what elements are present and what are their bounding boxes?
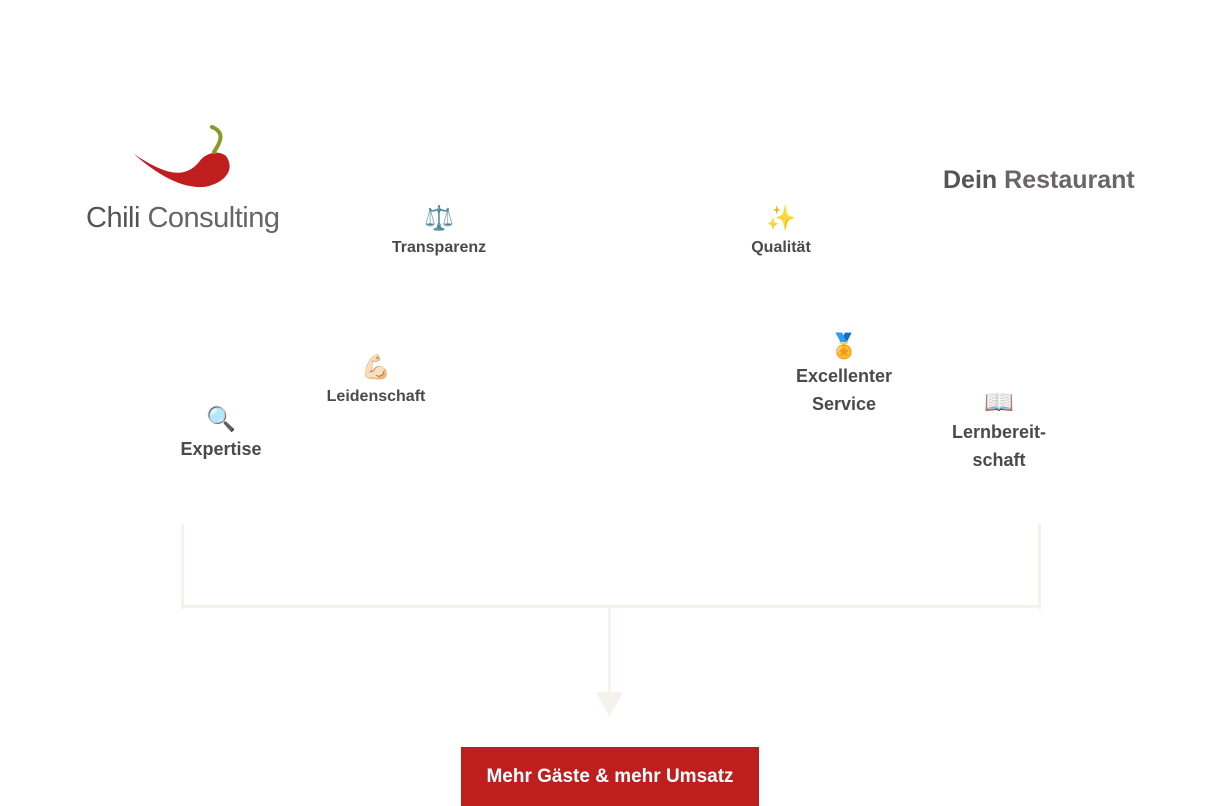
connector-left xyxy=(181,524,184,609)
value-transparenz: ⚖️ Transparenz xyxy=(392,204,486,262)
value-label: Expertise xyxy=(180,439,262,459)
scales-icon: ⚖️ xyxy=(424,205,454,232)
chili-pepper-icon xyxy=(134,125,230,188)
value-qualitaet: ✨ Qualität xyxy=(751,204,811,262)
value-label: Qualität xyxy=(751,239,811,256)
value-label-line2: schaft xyxy=(972,450,1026,470)
connector-down xyxy=(608,607,611,695)
flexed-biceps-icon: 💪🏻 xyxy=(361,354,391,381)
chili-consulting-logo: Chili Consulting xyxy=(84,122,284,242)
value-leidenschaft: 💪🏻 Leidenschaft xyxy=(327,353,426,411)
connector-horizontal xyxy=(181,605,1041,608)
open-book-icon: 📖 xyxy=(984,389,1014,416)
value-label: Transparenz xyxy=(391,239,487,256)
value-label: Excellenter xyxy=(795,366,893,386)
magnifier-icon: 🔍 xyxy=(206,406,236,433)
logo-word-consulting: Consulting xyxy=(147,202,280,234)
value-expertise: 🔍 Expertise xyxy=(180,405,261,463)
value-label-line2: Service xyxy=(811,394,877,414)
medal-icon: 🏅 xyxy=(829,333,859,360)
value-label: Lernbereit- xyxy=(951,422,1047,442)
value-lernbereitschaft: 📖 Lernbereit- schaft xyxy=(952,388,1046,474)
connector-right xyxy=(1038,524,1041,609)
value-label: Leidenschaft xyxy=(326,388,426,405)
value-excellenter-service: 🏅 Excellenter Service xyxy=(796,332,892,418)
target-word1: Dein xyxy=(943,166,998,194)
more-guests-more-revenue-button[interactable]: Mehr Gäste & mehr Umsatz xyxy=(461,747,759,806)
arrow-down-icon xyxy=(596,692,623,717)
target-word2: Restaurant xyxy=(1004,166,1135,194)
sparkles-icon: ✨ xyxy=(766,205,796,232)
logo-word-chili: Chili xyxy=(86,202,140,234)
target-label: Dein Restaurant xyxy=(943,166,1135,195)
